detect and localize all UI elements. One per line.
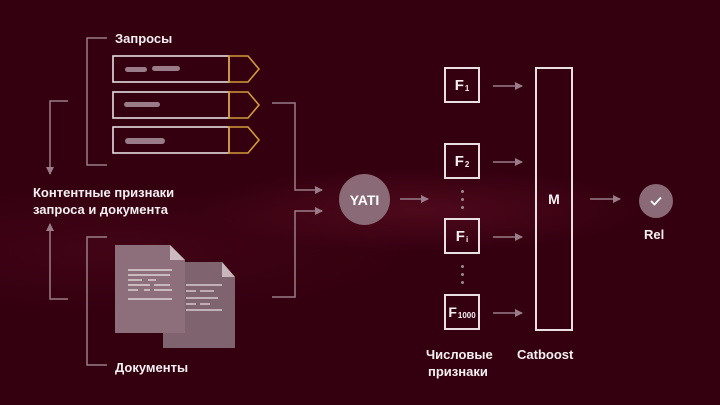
checkmark-icon [650, 196, 662, 206]
numeric-features-label-line1: Числовые [426, 347, 493, 362]
queries-to-yati-arrow [272, 102, 323, 194]
query-item [112, 55, 261, 83]
content-arrow-bottom [46, 223, 68, 300]
content-features-label-line2: запроса и документа [33, 202, 168, 217]
yati-label: YATI [349, 191, 380, 208]
query-item [112, 126, 261, 154]
model-label: M [548, 191, 560, 207]
content-arrow-top [46, 100, 68, 175]
yati-node: YATI [339, 174, 390, 225]
query-item [112, 91, 261, 119]
catboost-label: Catboost [517, 347, 574, 362]
rel-node [639, 184, 673, 218]
numeric-features-label-line2: признаки [428, 364, 488, 379]
queries-label: Запросы [115, 31, 173, 46]
rel-label: Rel [644, 227, 665, 242]
documents-label: Документы [115, 360, 189, 375]
ellipsis-dots [461, 265, 465, 289]
documents-bracket [86, 236, 107, 366]
queries-bracket [86, 37, 107, 166]
docs-to-yati-arrow [272, 207, 323, 298]
document-icon [115, 245, 185, 333]
ellipsis-dots [461, 190, 465, 214]
catboost-model-box: M [535, 67, 573, 331]
content-features-label-line1: Контентные признаки [33, 185, 175, 200]
